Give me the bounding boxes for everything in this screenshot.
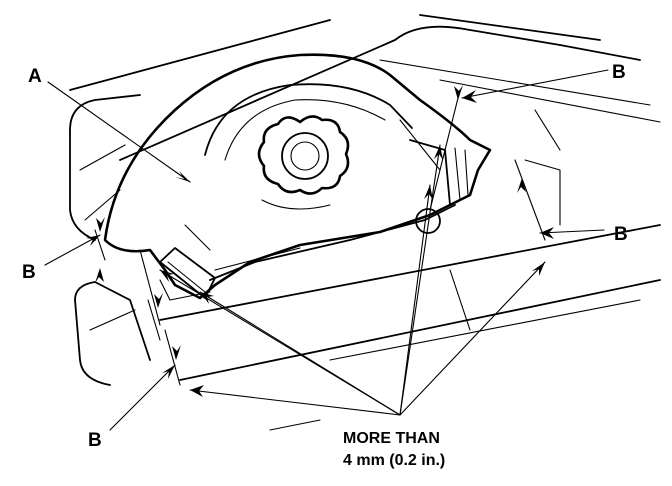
leader-b-lower-left xyxy=(109,364,176,431)
leader-note-4 xyxy=(189,389,401,416)
leader-a xyxy=(47,81,191,183)
leader-note-3 xyxy=(399,261,546,416)
leader-lines xyxy=(44,69,609,431)
dimension-arrows xyxy=(95,85,526,360)
note-line-2: 4 mm (0.2 in.) xyxy=(343,452,445,469)
label-b-lower-left: B xyxy=(88,430,102,451)
leader-b-upper-right xyxy=(461,69,609,99)
note-line-1: MORE THAN xyxy=(343,430,440,447)
leader-b-left xyxy=(44,234,101,266)
label-a: A xyxy=(28,66,42,87)
leader-note-6 xyxy=(159,269,401,416)
label-b-upper-right: B xyxy=(612,62,626,83)
label-b-right: B xyxy=(614,224,628,245)
leader-b-right xyxy=(539,229,605,234)
label-b-left: B xyxy=(22,262,36,283)
leader-note-2 xyxy=(399,184,431,416)
leader-note-1 xyxy=(399,144,441,416)
pivot-bolt xyxy=(257,115,350,210)
extension-lines xyxy=(94,89,546,386)
cylinder-head-outline xyxy=(69,14,661,431)
arrowhead-a xyxy=(175,171,190,182)
